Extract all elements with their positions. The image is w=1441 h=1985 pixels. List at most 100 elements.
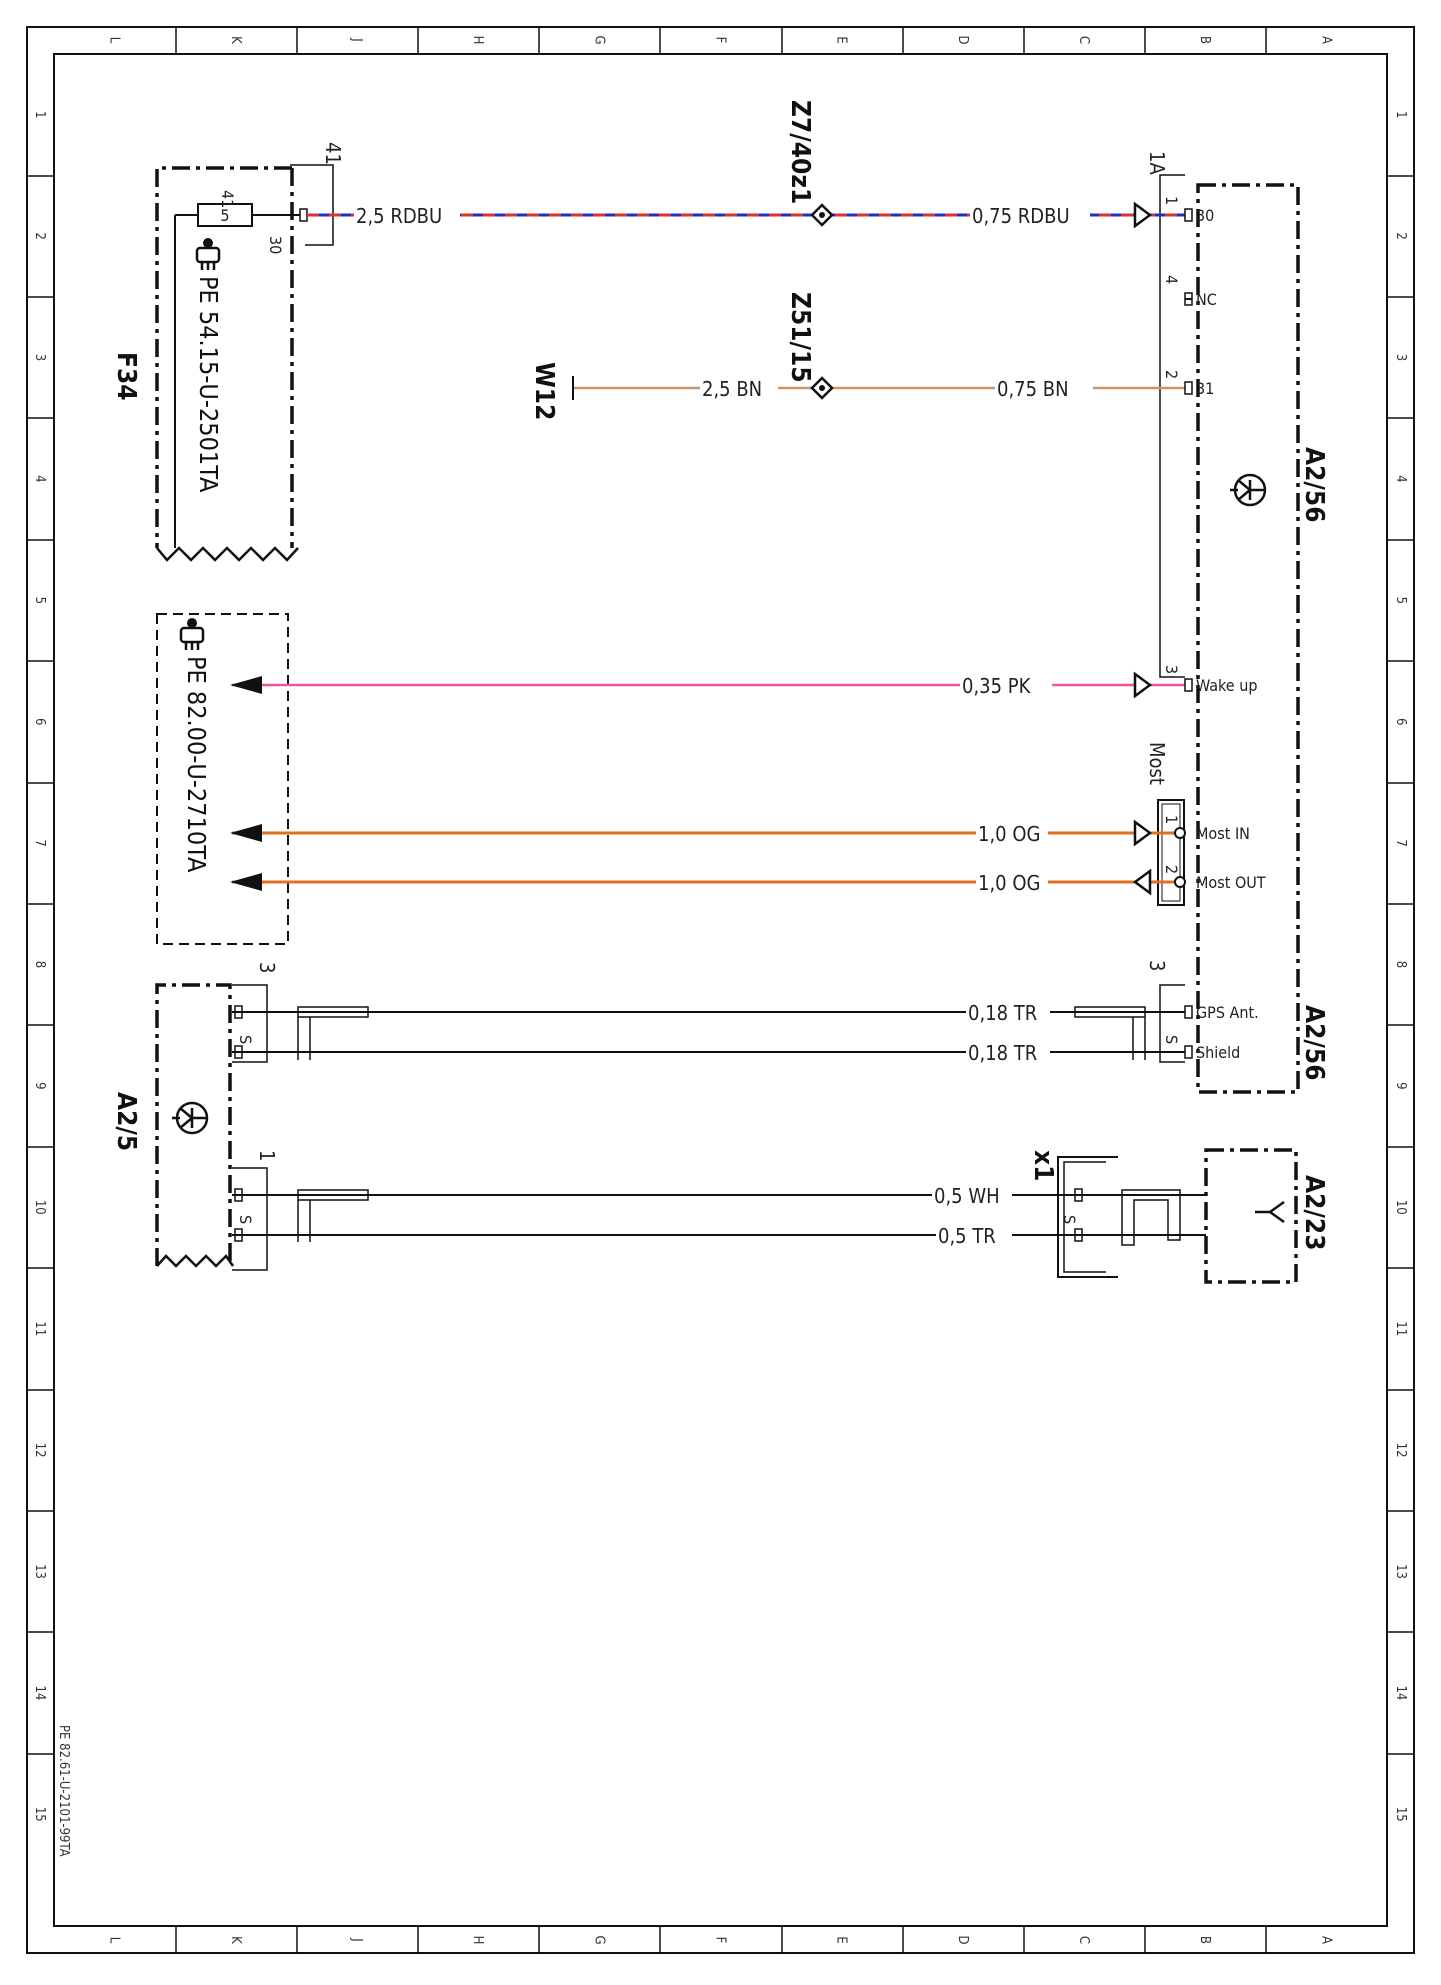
column-label-B: B [1197,1936,1212,1944]
row-label-15: 15 [1393,1807,1408,1822]
f34-fuse-box: 5 41 30 41 F34 PE 54.15-U-2501TA [111,142,345,562]
pin-1: 1 [1162,196,1181,205]
wire-label-2-left: 2,5 BN [702,377,762,401]
column-label-L: L [107,37,122,44]
terminal-markers [234,208,1193,1242]
w12-label: W12 [529,362,559,420]
pe-82-reference-box: PE 82.00-U-2710TA [156,613,289,945]
a2-56-connector-3: 3 [1145,960,1169,971]
pin-2: 2 [1162,370,1181,379]
row-label-6: 6 [32,718,47,725]
row-label-3: 3 [32,354,47,361]
column-label-C: C [1076,1936,1091,1944]
pin-3: 3 [1162,665,1181,674]
row-label-11: 11 [1393,1321,1408,1336]
inner-frame [53,53,1388,1927]
terminal-gps-ant: GPS Ant. [1196,1003,1259,1022]
antenna-icon [1255,1200,1285,1224]
terminal-names: 30 NC 31 Wake up Most IN Most OUT GPS An… [1196,206,1266,1062]
row-label-14: 14 [1393,1685,1408,1700]
column-label-L: L [107,1937,122,1944]
row-label-15: 15 [32,1807,47,1822]
pe-82-arrows [230,676,262,891]
f34-reference: PE 54.15-U-2501TA [194,276,223,493]
f34-label: F34 [111,352,141,401]
a2-5-shield-pin-bottom: S [236,1215,255,1224]
row-label-7: 7 [32,839,47,846]
x1-connector: x1 [1028,1150,1118,1278]
a2-5-connector-3: 3 [255,962,279,973]
z7-label: Z7/40z1 [785,100,815,204]
wire-label-2-right: 0,75 BN [997,377,1069,401]
a2-56-label-bottom: A2/56 [1299,1005,1329,1080]
terminal-30: 30 [1196,206,1214,225]
a2-56-shield-pin: S [1162,1035,1181,1044]
outer-frame [26,26,1415,1954]
hand-icon-2 [179,618,205,650]
a2-5-module: A2/5 3 1 [111,962,279,1271]
wire-label-6: 0,18 TR [968,1001,1037,1025]
f34-terminal-label: 41 [321,142,345,165]
row-label-14: 14 [32,1685,47,1700]
pin-4: 4 [1162,275,1181,284]
column-label-C: C [1076,36,1091,44]
wire-labels: 2,5 RDBU 0,75 RDBU 2,5 BN 0,75 BN 0,35 P… [354,203,1093,1249]
row-label-9: 9 [32,1082,47,1089]
row-label-6: 6 [1393,718,1408,725]
row-label-1: 1 [1393,111,1408,118]
z51-label: Z51/15 [785,292,815,383]
row-label-13: 13 [1393,1564,1408,1579]
coax-shield-marks [297,1006,1181,1246]
splice-z51 [810,376,834,400]
column-label-D: D [955,35,970,44]
row-label-13: 13 [32,1564,47,1579]
wire-label-1-right: 0,75 RDBU [972,204,1070,228]
row-label-1: 1 [32,111,47,118]
column-label-K: K [228,1936,243,1944]
column-label-F: F [713,1937,728,1944]
wire-label-1-left: 2,5 RDBU [356,204,442,228]
row-label-12: 12 [1393,1443,1408,1458]
x1-shield-pin: S [1060,1215,1079,1224]
column-label-K: K [228,36,243,44]
row-label-2: 2 [1393,232,1408,239]
column-label-D: D [955,1935,970,1944]
column-label-H: H [470,36,485,45]
most-pins [1174,827,1186,888]
row-label-12: 12 [32,1443,47,1458]
hand-icon [195,238,221,270]
f34-fuse-number: 5 [220,206,229,225]
terminal-wake-up: Wake up [1196,676,1258,695]
a2-5-connector-1: 1 [255,1150,279,1161]
column-label-F: F [713,37,728,44]
wire-label-4: 1,0 OG [978,822,1040,846]
pe-82-reference: PE 82.00-U-2710TA [182,656,211,873]
f34-pin-in: 41 [218,190,237,208]
most-pin-2: 2 [1162,865,1181,874]
column-label-H: H [470,1936,485,1945]
a2-5-shield-pin-top: S [236,1035,255,1044]
row-label-7: 7 [1393,839,1408,846]
column-label-E: E [834,36,849,43]
row-label-5: 5 [32,597,47,604]
row-label-10: 10 [1393,1200,1408,1215]
a2-23-label: A2/23 [1299,1175,1329,1250]
wire-label-7: 0,18 TR [968,1041,1037,1065]
column-ticks [175,27,1267,1953]
column-label-G: G [591,1935,606,1944]
terminal-31: 31 [1196,379,1214,398]
a2-56-module: A2/56 A2/56 1A Most 3 [1145,151,1329,1094]
terminal-shield: Shield [1196,1043,1240,1062]
sheet-id: PE 82.61-U-2101-99TA [56,1725,71,1857]
pin-arrows [1132,201,1153,896]
terminal-most-in: Most IN [1196,824,1250,843]
column-label-G: G [591,35,606,44]
row-label-10: 10 [32,1200,47,1215]
f34-pin-out: 30 [266,236,285,254]
wire-label-3: 0,35 PK [962,674,1032,698]
